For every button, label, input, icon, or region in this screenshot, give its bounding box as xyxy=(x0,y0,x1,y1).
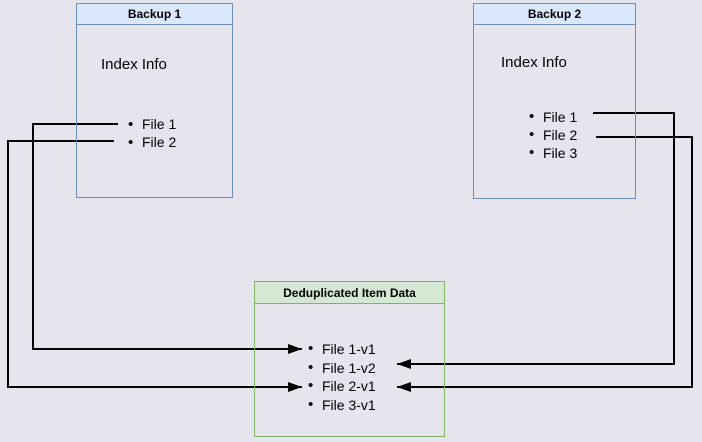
dedup-title: Deduplicated Item Data xyxy=(255,282,444,304)
list-item-file1: File 1 xyxy=(529,108,577,126)
list-item-file2: File 2 xyxy=(128,134,176,152)
dedup-box: Deduplicated Item Data File 1-v1 File 1-… xyxy=(254,281,445,437)
backup1-title: Backup 1 xyxy=(77,4,232,25)
list-item-file3-v1: File 3-v1 xyxy=(308,396,376,415)
backup2-title: Backup 2 xyxy=(474,4,635,25)
list-item-file3: File 3 xyxy=(529,144,577,162)
dedup-item-list: File 1-v1 File 1-v2 File 2-v1 File 3-v1 xyxy=(308,340,376,414)
list-item-file1-v1: File 1-v1 xyxy=(308,340,376,359)
backup1-box: Backup 1 Index Info File 1 File 2 xyxy=(76,3,233,198)
backup1-subtitle: Index Info xyxy=(101,56,167,73)
backup2-box: Index Info Backup 2 File 1 File 2 File 3 xyxy=(473,3,636,199)
list-item-file2-v1: File 2-v1 xyxy=(308,377,376,396)
list-item-file1-v2: File 1-v2 xyxy=(308,359,376,378)
list-item-file1: File 1 xyxy=(128,116,176,134)
backup2-file-list: File 1 File 2 File 3 xyxy=(529,108,577,162)
backup2-subtitle: Index Info xyxy=(501,54,567,71)
list-item-file2: File 2 xyxy=(529,126,577,144)
backup1-file-list: File 1 File 2 xyxy=(128,116,176,151)
